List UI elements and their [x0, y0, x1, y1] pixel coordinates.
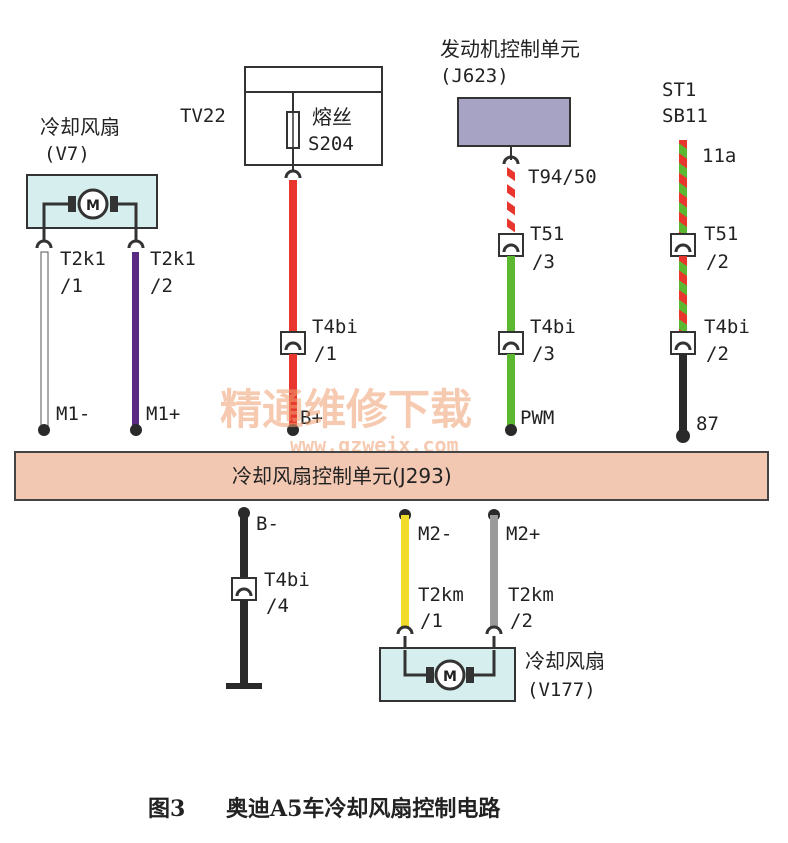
label-t2k1-1-pin: /1 [60, 275, 83, 297]
connector-t2k1-1-icon [35, 239, 53, 249]
label-t2k1-1-name: T2k1 [60, 248, 106, 270]
wire-black-b-minus [240, 513, 248, 578]
label-t51-3-pin: /3 [532, 251, 555, 273]
label-t51-2-pin: /2 [706, 251, 729, 273]
connector-icon [674, 243, 692, 253]
terminal-dot [38, 424, 50, 436]
fan-v7-wire-right [112, 202, 138, 226]
motor-icon [434, 659, 466, 691]
wire-red-b-plus [289, 180, 297, 332]
fan-v7-motor-label: M [86, 198, 100, 214]
fan-v7-brush-right [110, 196, 118, 212]
fan-v7-brush-left [68, 196, 76, 212]
terminal-87: 87 [696, 413, 719, 435]
fan-v177-code: (V177) [527, 679, 596, 701]
wire-black-ground [240, 600, 248, 684]
connector-icon [284, 341, 302, 351]
label-t94: T94/50 [528, 166, 597, 188]
label-t4bi-3-name: T4bi [530, 316, 576, 338]
label-t4bi-2-pin: /2 [706, 343, 729, 365]
connector-icon [502, 243, 520, 253]
fan-v177-motor-label: M [443, 669, 457, 685]
terminal-b-plus: B+ [300, 407, 323, 429]
ground-icon [226, 683, 262, 689]
label-t2km-2-pin: /2 [510, 610, 533, 632]
connector-t2km-2-icon [485, 625, 503, 635]
wire-green-red-11a [679, 140, 687, 234]
ecu-j623: 发动机控制单元 (J623) [440, 37, 580, 160]
label-t4bi-1-pin: /1 [314, 343, 337, 365]
controller-title: 冷却风扇控制单元(J293) [232, 464, 452, 488]
fan-v177-title: 冷却风扇 [525, 649, 605, 673]
wire-green-pwm-lower [507, 354, 515, 430]
fuse-id: S204 [308, 133, 354, 155]
connector-icon [502, 341, 520, 351]
wire-gray-m2-plus [490, 515, 498, 627]
supply-sb11: SB11 [662, 105, 708, 127]
caption-text: 奥迪A5车冷却风扇控制电路 [226, 796, 501, 822]
connector-t4bi-4 [231, 577, 257, 601]
watermark-text: 精通维修下载 [220, 385, 472, 434]
connector-t2km-1-icon [396, 625, 414, 635]
terminal-dot [130, 424, 142, 436]
fuse-label: 熔丝 [312, 105, 352, 129]
caption-fig: 图3 [148, 796, 185, 822]
label-t4bi-2-name: T4bi [704, 316, 750, 338]
terminal-m2-plus: M2+ [506, 523, 540, 545]
terminal-b-minus: B- [256, 513, 279, 535]
connector-t2k1-2-icon [127, 239, 145, 249]
terminal-pwm: PWM [520, 407, 554, 429]
connector-fuse-icon [284, 169, 302, 179]
label-t2km-2-name: T2km [508, 584, 554, 606]
motor-icon [77, 188, 109, 220]
supply-st1: ST1 [662, 79, 696, 101]
wire-purple-m1-plus [132, 252, 139, 430]
wire-yellow-m2-minus [401, 515, 409, 627]
fan-v177: M 冷却风扇 (V177) [379, 647, 605, 702]
fan-v7: 冷却风扇 (V7) M [26, 115, 158, 229]
wire-green-red-lower [679, 256, 687, 332]
label-t4bi-3-pin: /3 [532, 343, 555, 365]
wire-black-87 [679, 354, 687, 436]
wire-green-pwm [507, 256, 515, 332]
label-t2km-1-name: T2km [418, 584, 464, 606]
supply-pin: 11a [702, 145, 736, 167]
fan-v7-title: 冷却风扇 [40, 115, 120, 139]
label-t2k1-2-name: T2k1 [150, 248, 196, 270]
label-t4bi-4-name: T4bi [264, 569, 310, 591]
label-t4bi-1-name: T4bi [312, 316, 358, 338]
terminal-m1-minus: M1- [56, 403, 90, 425]
connector-t4bi-2 [670, 331, 696, 355]
label-t4bi-4-pin: /4 [266, 595, 289, 617]
fan-v7-wire-left [42, 202, 74, 226]
connector-icon [235, 587, 253, 597]
terminal-m1-plus: M1+ [146, 403, 180, 425]
connector-t94-icon [502, 155, 520, 165]
label-t2k1-2-pin: /2 [150, 275, 173, 297]
terminal-m2-minus: M2- [418, 523, 452, 545]
fuse-box-tv22: TV22 熔丝 S204 [180, 66, 383, 172]
connector-icon [674, 341, 692, 351]
label-t2km-1-pin: /1 [420, 610, 443, 632]
wire-red-white-t94 [507, 166, 515, 234]
wire-red-b-plus-lower [289, 354, 297, 430]
ecu-code: (J623) [440, 65, 509, 87]
ecu-title: 发动机控制单元 [440, 37, 580, 61]
label-t51-3-name: T51 [530, 223, 564, 245]
controller-j293 [14, 451, 769, 501]
label-t51-2-name: T51 [704, 223, 738, 245]
connector-t4bi-3 [498, 331, 524, 355]
connector-t4bi-1 [280, 331, 306, 355]
wire-white-m1-minus [40, 251, 49, 431]
fuse-box-outline [244, 66, 383, 166]
fuse-box-name: TV22 [180, 105, 226, 127]
connector-t51-3 [498, 233, 524, 257]
fan-v7-code: (V7) [44, 143, 90, 165]
ecu-box [457, 97, 571, 147]
connector-t51-2 [670, 233, 696, 257]
